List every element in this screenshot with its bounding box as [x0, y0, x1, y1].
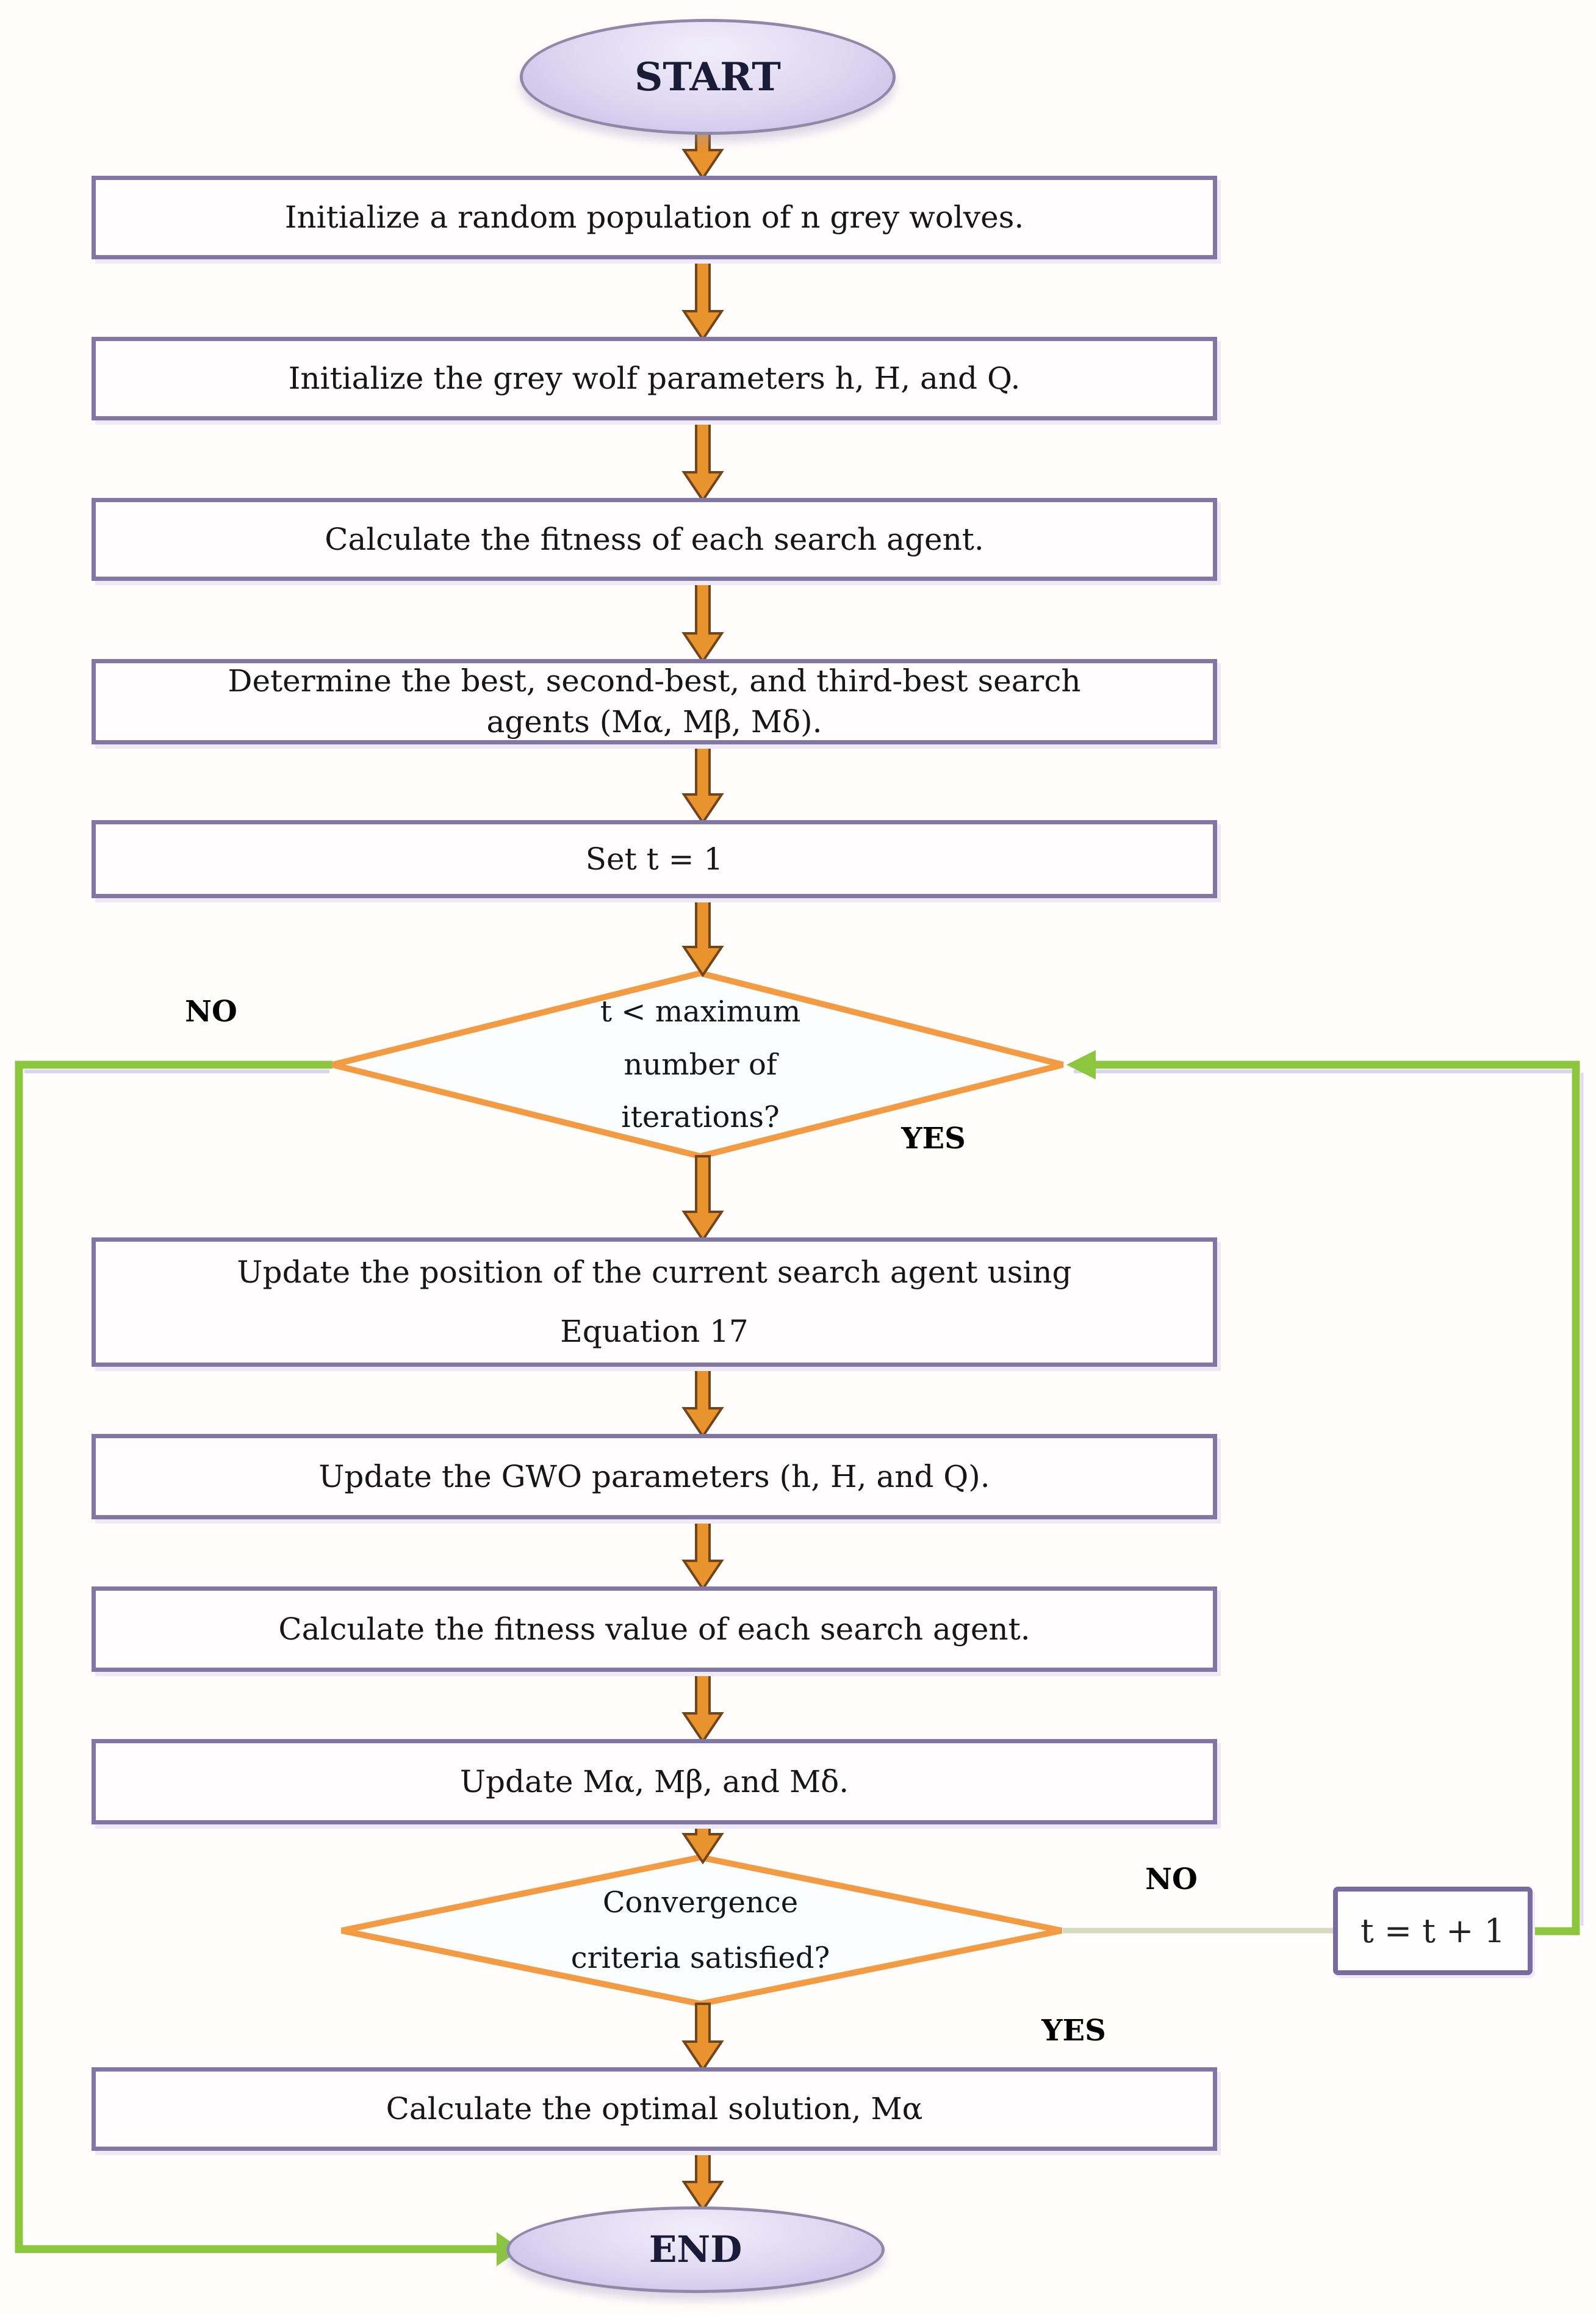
flow-arrow [681, 580, 724, 664]
process-calculate-fitness: Calculate the fitness of each search age… [92, 498, 1217, 581]
process-update-position: Update the position of the current searc… [92, 1237, 1217, 1367]
flow-arrow [681, 1823, 724, 1865]
arrowhead-into-decision1-icon [1066, 1050, 1096, 1079]
flow-arrow [681, 419, 724, 503]
process-initialize-parameters: Initialize the grey wolf parameters h, H… [92, 337, 1217, 420]
flow-arrow [681, 258, 724, 342]
process-update-m-agents: Update Mα, Mβ, and Mδ. [92, 1739, 1217, 1824]
process-determine-best-agents: Determine the best, second-best, and thi… [92, 659, 1217, 744]
decision1-text: t < maximum number of iterations? [600, 995, 801, 1135]
decision2-no-label: NO [1145, 1862, 1198, 1896]
start-label: START [634, 54, 781, 100]
flow-arrow [681, 1518, 724, 1591]
process-update-gwo-parameters: Update the GWO parameters (h, H, and Q). [92, 1434, 1217, 1519]
flow-arrow [681, 743, 724, 825]
flow-arrow [681, 2003, 724, 2072]
flow-arrow [681, 2150, 724, 2212]
decision2-yes-label: YES [1041, 2014, 1106, 2048]
flow-arrow [681, 132, 724, 181]
decision1-yes-label: YES [901, 1121, 966, 1156]
flow-arrow [681, 1671, 724, 1744]
process-set-t: Set t = 1 [92, 820, 1217, 898]
end-terminator: END [506, 2206, 885, 2293]
decision2-text: Convergence criteria satisfied? [570, 1885, 830, 1975]
flow-arrow [681, 1155, 724, 1242]
process-initialize-population: Initialize a random population of n grey… [92, 176, 1217, 259]
increment-box: t = t + 1 [1333, 1887, 1533, 1975]
decision1-no-label: NO [185, 995, 237, 1029]
start-terminator: START [520, 19, 896, 135]
process-calculate-optimal-solution: Calculate the optimal solution, Mα [92, 2067, 1217, 2151]
flow-arrow [681, 897, 724, 977]
flow-arrow [681, 1366, 724, 1439]
end-label: END [649, 2228, 742, 2271]
process-calculate-fitness-value: Calculate the fitness value of each sear… [92, 1586, 1217, 1672]
